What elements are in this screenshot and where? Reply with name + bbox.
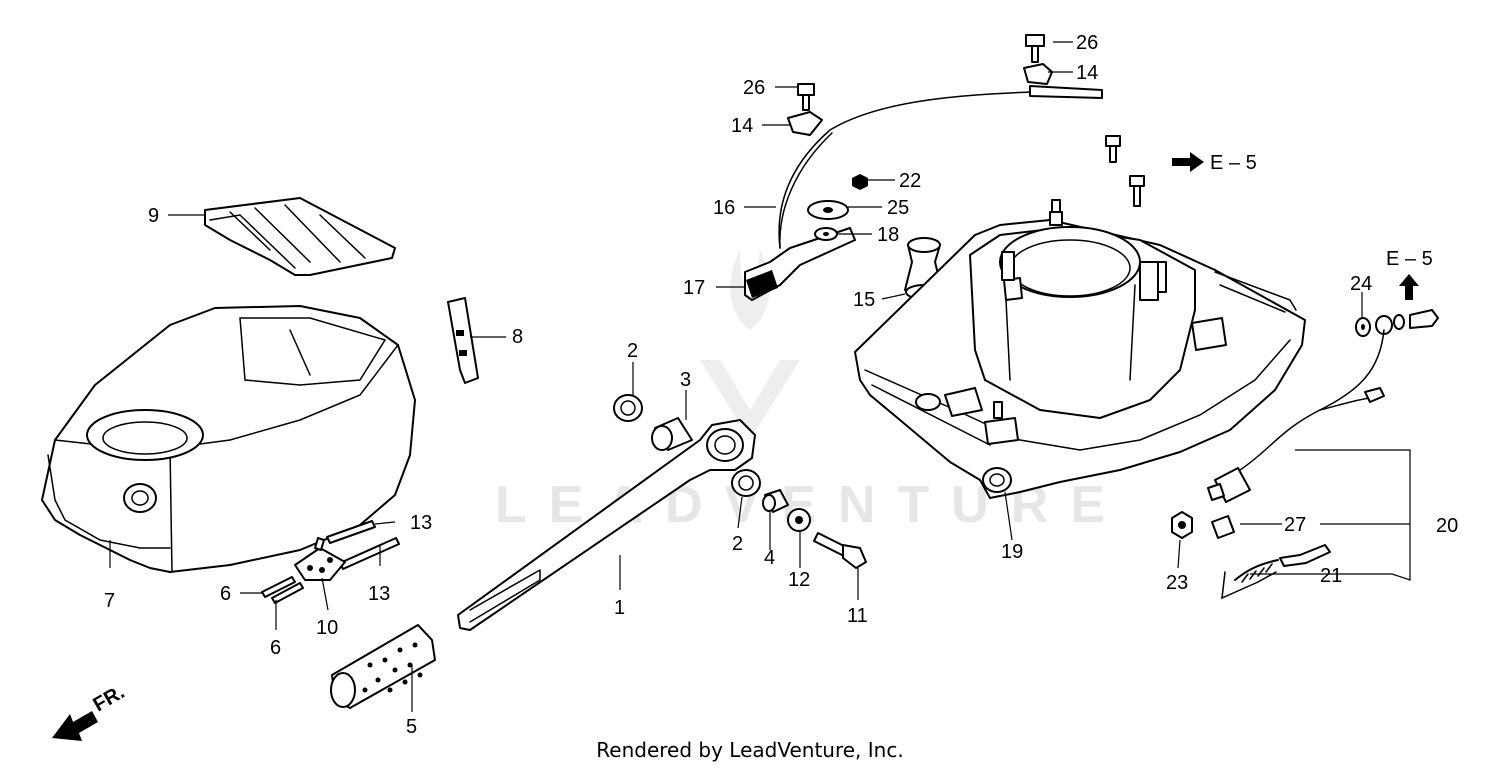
part-11-bolt[interactable] <box>813 532 867 569</box>
callout-21: 21 <box>1320 565 1342 587</box>
part-16-cable[interactable] <box>778 85 1103 249</box>
reference-label-e5-up: E – 5 <box>1386 248 1433 270</box>
callout-3: 3 <box>680 369 691 391</box>
front-direction-arrow: FR. <box>52 681 128 741</box>
part-6-pins[interactable] <box>261 576 304 604</box>
callout-26-upper: 26 <box>1076 32 1098 54</box>
part-7-cover[interactable] <box>41 305 416 573</box>
loose-bolts[interactable] <box>1105 135 1145 207</box>
callout-13-upper: 13 <box>410 512 432 534</box>
callout-12: 12 <box>788 569 810 591</box>
part-26-bolt-upper[interactable] <box>1025 34 1045 63</box>
callout-6-upper: 6 <box>220 583 231 605</box>
part-20-harness[interactable] <box>1207 329 1385 503</box>
leader-lines <box>109 41 1411 712</box>
callout-6-lower: 6 <box>270 637 281 659</box>
reference-e5-up[interactable]: E – 5 <box>1386 248 1433 300</box>
part-23-nut[interactable] <box>1171 511 1193 539</box>
part-14-clamp-upper[interactable] <box>1023 63 1053 85</box>
part-27-clip[interactable] <box>1211 515 1235 539</box>
callout-13-lower: 13 <box>368 583 390 605</box>
callout-9: 9 <box>148 205 159 227</box>
part-3-grommet[interactable] <box>651 417 693 451</box>
callout-4: 4 <box>764 547 775 569</box>
callout-2-lower: 2 <box>732 533 743 555</box>
part-5-grip[interactable] <box>330 624 436 709</box>
part-26-bolt-lower[interactable] <box>797 83 815 111</box>
callout-17: 17 <box>683 277 705 299</box>
callout-8: 8 <box>512 326 523 348</box>
part-8-bracket[interactable] <box>447 297 479 384</box>
callout-24: 24 <box>1350 273 1372 295</box>
part-10-clip[interactable] <box>294 537 346 581</box>
part-17-lever[interactable] <box>744 227 856 301</box>
callout-5: 5 <box>406 716 417 738</box>
callout-20: 20 <box>1436 515 1458 537</box>
callout-25: 25 <box>887 197 909 219</box>
part-21-lanyard[interactable] <box>1221 544 1331 600</box>
callout-14-upper: 14 <box>1076 62 1098 84</box>
callout-1: 1 <box>614 597 625 619</box>
callout-10: 10 <box>316 617 338 639</box>
part-25-washer[interactable] <box>807 200 849 220</box>
footer-credit: Rendered by LeadVenture, Inc. <box>596 738 904 762</box>
direction-label: FR. <box>90 681 129 716</box>
callout-27: 27 <box>1284 514 1306 536</box>
callout-2-upper: 2 <box>627 340 638 362</box>
callout-14-lower: 14 <box>731 115 753 137</box>
part-2-bushing-upper[interactable] <box>613 394 643 422</box>
part-19-lower-case[interactable] <box>854 199 1306 499</box>
part-12-washer[interactable] <box>787 508 811 532</box>
callout-16: 16 <box>713 197 735 219</box>
part-14-clamp-lower[interactable] <box>787 111 823 136</box>
callout-7: 7 <box>104 590 115 612</box>
callout-11: 11 <box>847 605 868 627</box>
callout-19: 19 <box>1001 541 1023 563</box>
callout-22: 22 <box>899 170 921 192</box>
callouts: 9 7 8 13 13 10 6 6 1 5 2 3 2 4 12 11 19 … <box>104 32 1458 738</box>
callout-18: 18 <box>877 224 899 246</box>
callout-15: 15 <box>853 289 875 311</box>
callout-26-lower: 26 <box>743 77 765 99</box>
part-1-tiller-handle[interactable] <box>457 419 756 631</box>
callout-23: 23 <box>1166 572 1188 594</box>
reference-label-e5-right: E – 5 <box>1210 152 1257 174</box>
reference-e5-right[interactable]: E – 5 <box>1172 152 1257 174</box>
part-22-nut[interactable] <box>852 174 868 190</box>
part-2-bushing-lower[interactable] <box>731 469 761 497</box>
part-18-washer[interactable] <box>814 227 838 241</box>
part-4-collar[interactable] <box>762 489 789 513</box>
part-9-grille[interactable] <box>204 197 396 276</box>
part-24-washers[interactable] <box>1355 309 1439 337</box>
